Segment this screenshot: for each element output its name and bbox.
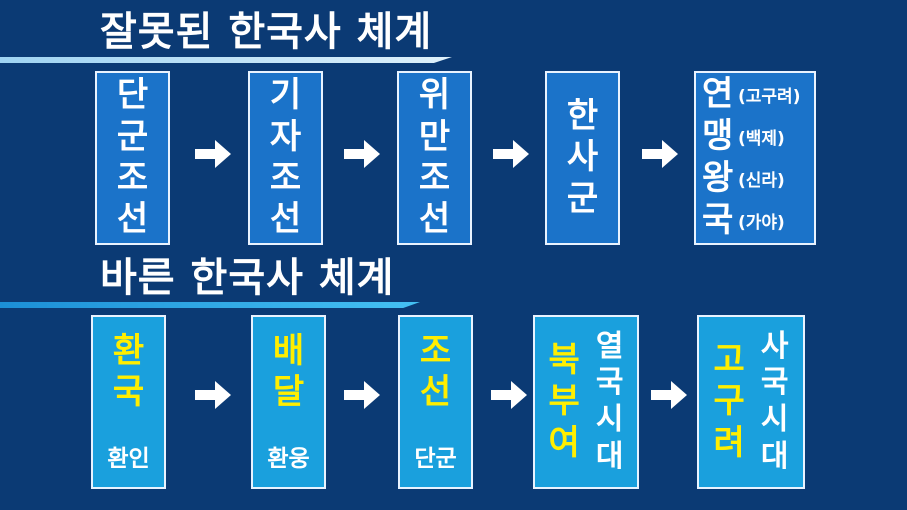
kingdom-letter: 연	[702, 74, 734, 114]
founder-label: 환인	[107, 446, 150, 473]
right-arrow-icon	[195, 140, 231, 168]
box-dangun-joseon: 단 군 조 선	[95, 71, 170, 245]
era-label: 사 국 시 대	[760, 328, 789, 474]
box-label: 한 사 군	[566, 95, 599, 219]
right-arrow-icon	[344, 140, 380, 168]
box-joseon: 조 선 단군	[398, 315, 473, 489]
kingdom-row: 연 (고구려)	[702, 77, 800, 111]
box-hansagun: 한 사 군	[545, 71, 620, 245]
founder-label: 환웅	[267, 446, 310, 473]
kingdom-name: (고구려)	[738, 86, 801, 107]
kingdom-row: 국 (가야)	[702, 203, 785, 237]
right-arrow-icon	[642, 140, 678, 168]
kingdom-row: 왕 (신라)	[702, 161, 785, 195]
box-label: 배 달	[272, 330, 305, 412]
box-wiman-joseon: 위 만 조 선	[397, 71, 472, 245]
kingdom-row: 맹 (백제)	[702, 119, 785, 153]
kingdom-name: (가야)	[738, 212, 785, 233]
right-arrow-icon	[493, 140, 529, 168]
wrong-system-title: 잘못된 한국사 체계	[100, 9, 433, 55]
box-baedal: 배 달 환웅	[251, 315, 326, 489]
box-label: 단 군 조 선	[116, 75, 149, 240]
box-label: 환 국	[112, 330, 145, 412]
title-underline-bottom	[0, 302, 420, 308]
right-arrow-icon	[491, 381, 527, 409]
right-arrow-icon	[344, 381, 380, 409]
box-yeonmaeng-wangguk: 연 (고구려) 맹 (백제) 왕 (신라) 국 (가야)	[694, 71, 816, 245]
box-hwanguk: 환 국 환인	[91, 315, 166, 489]
box-label: 고 구 려	[713, 339, 745, 463]
box-gija-joseon: 기 자 조 선	[248, 71, 323, 245]
era-label: 열 국 시 대	[595, 328, 624, 474]
founder-label: 단군	[414, 446, 457, 473]
kingdom-name: (신라)	[738, 170, 785, 191]
box-label: 위 만 조 선	[418, 75, 451, 240]
right-arrow-icon	[195, 381, 231, 409]
box-bukbuyeo: 북 부 여 열 국 시 대	[533, 315, 639, 489]
kingdom-letter: 맹	[702, 116, 734, 156]
kingdom-name: (백제)	[738, 128, 785, 149]
title-underline-top	[0, 57, 452, 63]
box-label: 기 자 조 선	[269, 75, 302, 240]
kingdom-letter: 왕	[702, 158, 734, 198]
box-label: 북 부 여	[548, 339, 580, 463]
right-system-title: 바른 한국사 체계	[100, 255, 395, 301]
box-goguryeo: 고 구 려 사 국 시 대	[697, 315, 805, 489]
kingdom-letter: 국	[702, 200, 734, 240]
right-arrow-icon	[651, 381, 687, 409]
box-label: 조 선	[419, 330, 452, 412]
